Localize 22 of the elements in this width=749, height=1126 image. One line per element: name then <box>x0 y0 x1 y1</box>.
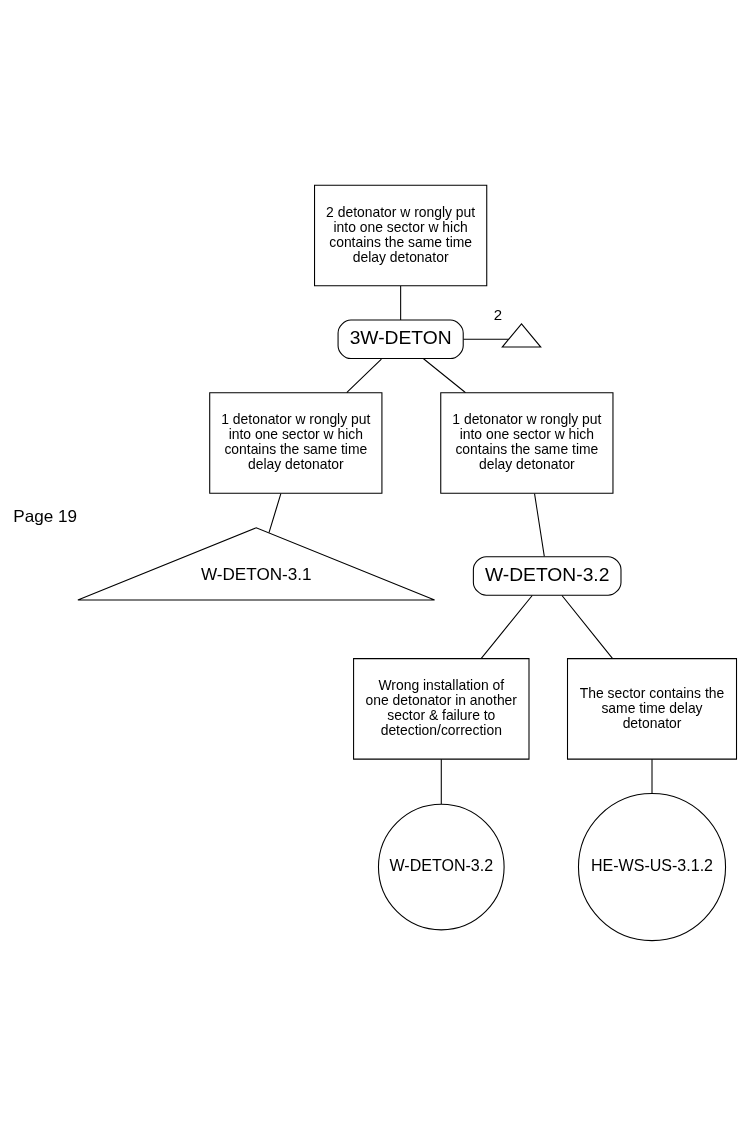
node-label: Page 19 <box>13 507 77 526</box>
connector <box>346 358 382 394</box>
node-label: 2 <box>493 305 503 323</box>
connector <box>268 493 282 534</box>
connector <box>462 338 509 340</box>
node-box: W-DETON-3.2 <box>472 556 622 596</box>
connector <box>480 594 533 659</box>
connector <box>400 285 402 321</box>
node-box: The sector contains the same time delay detonator <box>566 658 738 760</box>
node-triangle <box>501 322 542 348</box>
connector <box>534 493 545 557</box>
node-circle: HE-WS-US-3.1.2 <box>577 793 727 942</box>
connector <box>651 758 653 794</box>
node-box: 1 detonator w rongly put into one sector w hich contains the same time delay detonator <box>209 392 383 494</box>
node-box: Wrong installation of one detonator in another sector & failure to detection/correction <box>353 658 530 760</box>
node-box: 2 detonator w rongly put into one sector w hich contains the same time delay detonator <box>314 184 488 287</box>
node-circle: W-DETON-3.2 <box>377 803 505 931</box>
node-box: 3W-DETON <box>337 319 464 360</box>
node-box: 1 detonator w rongly put into one sector w hich contains the same time delay detonator <box>440 392 614 494</box>
connector <box>561 594 613 659</box>
connector <box>440 758 442 805</box>
connector <box>422 358 466 394</box>
